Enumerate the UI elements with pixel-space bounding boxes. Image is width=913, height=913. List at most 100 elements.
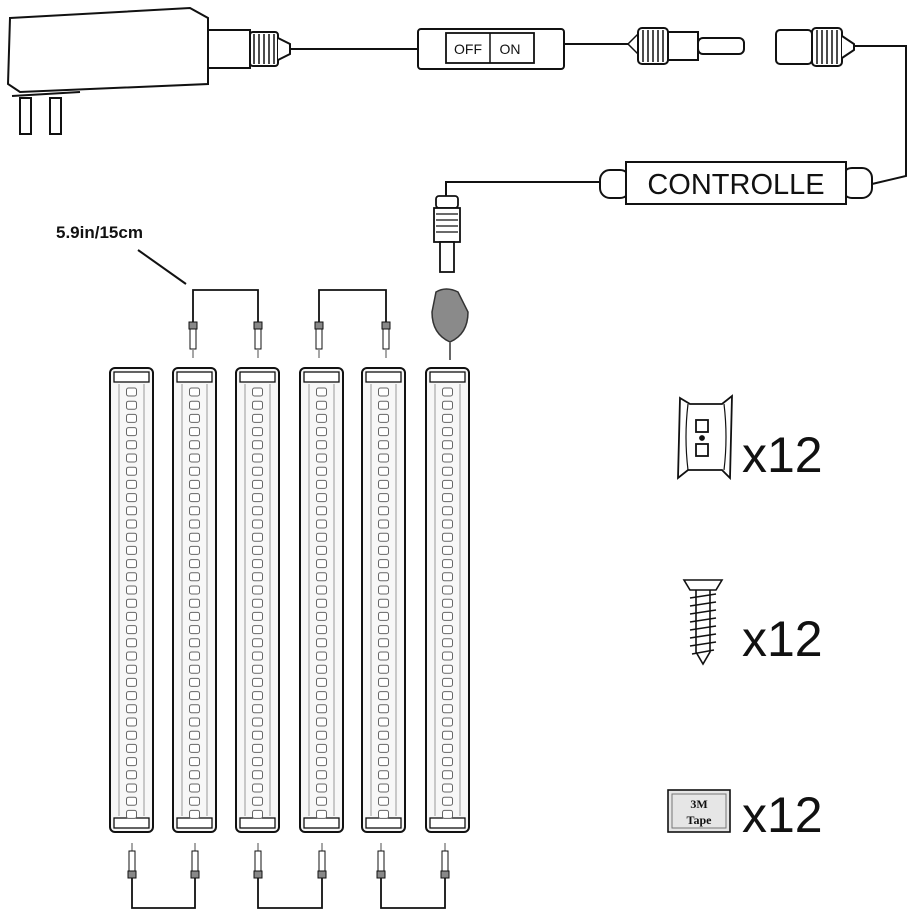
led-chip (126, 493, 137, 503)
led-chip (442, 572, 453, 582)
led-tube (425, 367, 470, 833)
led-chip (189, 466, 200, 476)
led-chip (378, 611, 389, 621)
led-chip (442, 611, 453, 621)
female-connector-icon (775, 27, 855, 67)
led-chip (252, 730, 263, 740)
led-chip (189, 585, 200, 595)
led-chip (126, 453, 137, 463)
led-chip (189, 704, 200, 714)
led-chip (378, 519, 389, 529)
top-connector-plugs (188, 321, 391, 358)
accessory-mounting-clip: x12 (677, 394, 823, 483)
led-chip (316, 796, 327, 806)
led-chip (126, 400, 137, 410)
led-chip (378, 585, 389, 595)
connector-plug-icon (376, 843, 386, 879)
led-chip (252, 664, 263, 674)
led-chip (378, 466, 389, 476)
led-chip (378, 677, 389, 687)
led-chip (316, 400, 327, 410)
led-chip (316, 479, 327, 489)
led-chip (378, 664, 389, 674)
led-chip (316, 585, 327, 595)
led-chip (316, 559, 327, 569)
led-chip (378, 796, 389, 806)
led-chip (442, 532, 453, 542)
led-chip (252, 717, 263, 727)
led-chip (126, 532, 137, 542)
led-chip (316, 611, 327, 621)
inline-switch[interactable]: OFF ON (417, 28, 565, 70)
led-chip (378, 413, 389, 423)
led-chip (189, 387, 200, 397)
accessory-quantity: x12 (742, 787, 823, 843)
connector-plug-icon (253, 843, 263, 879)
dimension-label: 5.9in/15cm (56, 223, 143, 242)
connector-plug-icon (314, 321, 324, 358)
led-chip (378, 493, 389, 503)
led-chip (189, 400, 200, 410)
led-chip (442, 704, 453, 714)
led-chip (378, 506, 389, 516)
accessory-tape: 3M Tape x12 (667, 787, 823, 843)
led-chip (442, 743, 453, 753)
switch-off-label: OFF (454, 41, 482, 57)
led-chip (252, 743, 263, 753)
led-chip (189, 730, 200, 740)
led-chip (442, 783, 453, 793)
led-chip (442, 796, 453, 806)
led-chip (316, 440, 327, 450)
led-chip (442, 585, 453, 595)
led-chip (189, 545, 200, 555)
led-chip (189, 532, 200, 542)
led-chip (189, 757, 200, 767)
led-chip (316, 572, 327, 582)
led-chip (126, 466, 137, 476)
led-chip (126, 691, 137, 701)
led-chip (189, 427, 200, 437)
led-chip (316, 757, 327, 767)
tape-label-brand: 3M (690, 797, 707, 811)
led-chip (189, 809, 200, 819)
led-chip (442, 545, 453, 555)
power-adapter-icon (6, 6, 291, 135)
connector-plug-icon (253, 321, 263, 358)
led-chip (126, 598, 137, 608)
led-chip (252, 704, 263, 714)
led-chip (252, 493, 263, 503)
led-chip (189, 651, 200, 661)
wire (445, 181, 600, 196)
led-chip (126, 677, 137, 687)
led-chip (378, 625, 389, 635)
led-chip (252, 638, 263, 648)
led-chip (189, 506, 200, 516)
led-chip (252, 809, 263, 819)
led-chip (126, 440, 137, 450)
led-chip (378, 809, 389, 819)
connector-plug-icon (188, 321, 198, 358)
led-chip (378, 651, 389, 661)
led-chip (252, 545, 263, 555)
led-chip (378, 598, 389, 608)
led-chip (442, 770, 453, 780)
led-chip (378, 717, 389, 727)
led-chip (378, 387, 389, 397)
controller-label: CONTROLLE (647, 169, 824, 201)
led-tube (109, 367, 154, 833)
led-chip (126, 545, 137, 555)
power-plug-icon (431, 288, 469, 360)
top-jumper-cables (192, 289, 387, 322)
led-chip (126, 664, 137, 674)
led-chip (442, 651, 453, 661)
led-chip (189, 493, 200, 503)
led-chip (316, 717, 327, 727)
led-chip (126, 717, 137, 727)
led-tube (172, 367, 217, 833)
led-chip (252, 770, 263, 780)
led-chip (378, 730, 389, 740)
led-chip (252, 691, 263, 701)
led-chip (316, 651, 327, 661)
led-chip (126, 519, 137, 529)
led-chip (316, 453, 327, 463)
